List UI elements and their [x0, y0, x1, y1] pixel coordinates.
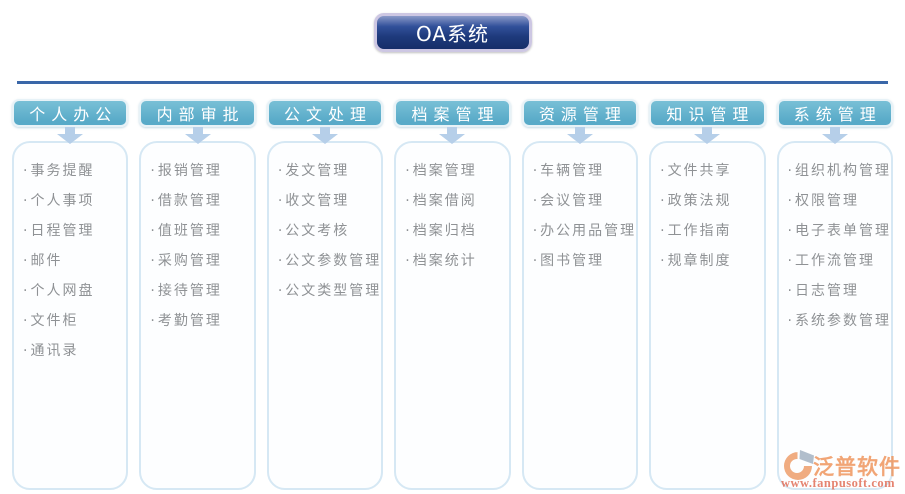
- module-item: 文件柜: [23, 306, 122, 336]
- category-header-label: 资源管理: [538, 105, 627, 124]
- category-header-label: 档案管理: [411, 105, 500, 124]
- module-list: 发文管理收文管理公文考核公文参数管理公文类型管理: [266, 141, 384, 490]
- module-list: 组织机构管理权限管理电子表单管理工作流管理日志管理系统参数管理: [776, 141, 893, 490]
- module-item: 公文考核: [278, 216, 377, 246]
- watermark-url: www.fanpusoft.com: [781, 476, 896, 490]
- category-header-label: 内部审批: [156, 105, 245, 124]
- module-item: 事务提醒: [23, 156, 122, 186]
- columns: 个人办公 事务提醒个人事项日程管理邮件个人网盘文件柜通讯录 内部审批 报销管理借…: [12, 99, 893, 490]
- category-header: 公文处理: [266, 99, 384, 127]
- module-item: 会议管理: [533, 186, 632, 216]
- module-item: 档案归档: [405, 216, 504, 246]
- down-arrow-icon: [566, 127, 593, 144]
- category-header: 内部审批: [139, 99, 256, 127]
- category-column: 知识管理 文件共享政策法规工作指南规章制度: [649, 99, 766, 490]
- module-list: 事务提醒个人事项日程管理邮件个人网盘文件柜通讯录: [12, 141, 129, 490]
- module-item: 电子表单管理: [788, 216, 889, 246]
- watermark: 泛普软件 www.fanpusoft.com: [781, 449, 901, 491]
- diagram-title: OA系统: [415, 22, 490, 46]
- module-item: 通讯录: [23, 336, 122, 366]
- module-list: 报销管理借款管理值班管理采购管理接待管理考勤管理: [139, 141, 256, 490]
- category-header: 知识管理: [649, 99, 766, 127]
- watermark-brand: 泛普软件: [813, 455, 901, 479]
- module-item: 考勤管理: [150, 306, 249, 336]
- module-item: 规章制度: [660, 246, 759, 276]
- fanpu-logo-icon: [784, 450, 814, 480]
- module-item: 公文类型管理: [278, 276, 379, 306]
- module-item: 公文参数管理: [278, 246, 379, 276]
- module-item: 个人事项: [23, 186, 122, 216]
- category-column: 内部审批 报销管理借款管理值班管理采购管理接待管理考勤管理: [139, 99, 256, 490]
- down-arrow-icon: [821, 127, 848, 144]
- category-header: 资源管理: [521, 99, 639, 127]
- category-header-label: 个人办公: [29, 105, 118, 124]
- down-arrow-icon: [57, 127, 84, 144]
- down-arrow-icon: [439, 127, 466, 144]
- module-item: 报销管理: [150, 156, 249, 186]
- module-item: 政策法规: [660, 186, 759, 216]
- module-item: 邮件: [23, 246, 122, 276]
- module-item: 组织机构管理: [788, 156, 889, 186]
- module-list: 车辆管理会议管理办公用品管理图书管理: [521, 141, 639, 490]
- module-item: 发文管理: [278, 156, 377, 186]
- module-list: 档案管理档案借阅档案归档档案统计: [394, 141, 511, 490]
- category-column: 系统管理 组织机构管理权限管理电子表单管理工作流管理日志管理系统参数管理: [776, 99, 893, 490]
- module-item: 图书管理: [533, 246, 632, 276]
- module-item: 办公用品管理: [533, 216, 634, 246]
- module-item: 工作指南: [660, 216, 759, 246]
- watermark-top-row: 泛普软件: [781, 449, 901, 483]
- module-item: 车辆管理: [533, 156, 632, 186]
- module-item: 日志管理: [788, 276, 887, 306]
- module-item: 系统参数管理: [788, 306, 889, 336]
- module-item: 借款管理: [150, 186, 249, 216]
- diagram-title-banner: OA系统: [373, 13, 532, 52]
- module-item: 档案管理: [405, 156, 504, 186]
- module-list: 文件共享政策法规工作指南规章制度: [649, 141, 766, 490]
- category-header: 档案管理: [394, 99, 511, 127]
- module-item: 值班管理: [150, 216, 249, 246]
- category-header-label: 系统管理: [793, 105, 882, 124]
- category-column: 资源管理 车辆管理会议管理办公用品管理图书管理: [521, 99, 639, 490]
- down-arrow-icon: [312, 127, 339, 144]
- divider-line: [17, 81, 888, 84]
- category-header-label: 公文处理: [284, 105, 373, 124]
- module-item: 权限管理: [788, 186, 887, 216]
- category-header: 个人办公: [12, 99, 129, 127]
- module-item: 采购管理: [150, 246, 249, 276]
- module-item: 工作流管理: [788, 246, 887, 276]
- category-header-label: 知识管理: [666, 105, 755, 124]
- down-arrow-icon: [184, 127, 211, 144]
- category-column: 个人办公 事务提醒个人事项日程管理邮件个人网盘文件柜通讯录: [12, 99, 129, 490]
- module-item: 文件共享: [660, 156, 759, 186]
- category-column: 公文处理 发文管理收文管理公文考核公文参数管理公文类型管理: [266, 99, 384, 490]
- category-header: 系统管理: [776, 99, 893, 127]
- module-item: 接待管理: [150, 276, 249, 306]
- module-item: 收文管理: [278, 186, 377, 216]
- module-item: 档案借阅: [405, 186, 504, 216]
- module-item: 日程管理: [23, 216, 122, 246]
- module-item: 个人网盘: [23, 276, 122, 306]
- module-item: 档案统计: [405, 246, 504, 276]
- down-arrow-icon: [694, 127, 721, 144]
- category-column: 档案管理 档案管理档案借阅档案归档档案统计: [394, 99, 511, 490]
